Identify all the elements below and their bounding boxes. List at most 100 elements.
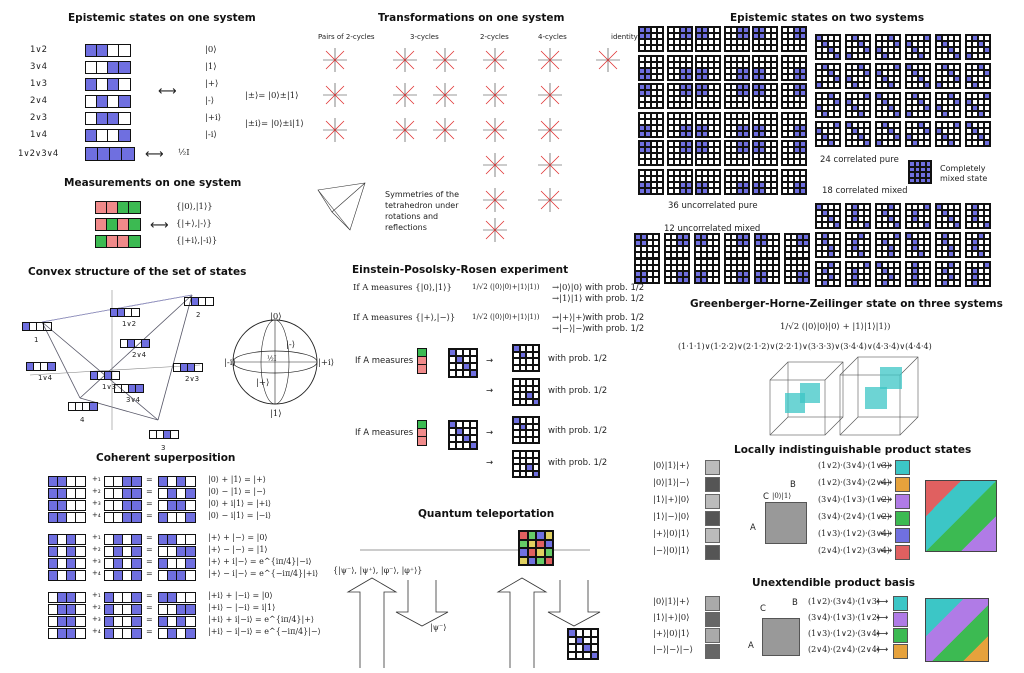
upb-arrow: ⟷ <box>876 597 889 607</box>
coherent-equals: = <box>146 603 153 612</box>
uncorrelated-pure-state <box>752 111 778 138</box>
correlated-pure-state <box>965 34 991 60</box>
convex-vertex-label: 2∨3 <box>185 375 200 383</box>
correlated-pure-state <box>965 63 991 89</box>
locally-grey-cube <box>705 545 720 560</box>
teleport-diagram <box>346 549 601 668</box>
coherent-op: +₂ <box>92 487 101 495</box>
correlated-pure-state <box>815 63 841 89</box>
correlated-pure-state <box>875 63 901 89</box>
correlated-mixed-state <box>815 261 841 287</box>
ghz-cube-left <box>787 361 844 418</box>
tetrahedron <box>317 182 366 231</box>
locally-color-cube <box>895 528 910 543</box>
convex-state-box <box>173 363 203 372</box>
convex-vertex-label: 3 <box>161 444 166 452</box>
cube-axis-c: C <box>763 492 769 502</box>
transformation-glyph-arrow <box>540 155 560 175</box>
uncorrelated-pure-state <box>695 140 721 166</box>
correlated-mixed-state <box>845 232 871 258</box>
coherent-result-box <box>158 546 196 557</box>
transformation-glyph-arrow <box>485 50 505 70</box>
coherent-op: +₃ <box>92 557 101 565</box>
epr-condition: If A measures {|+⟩,|−⟩} <box>353 313 456 323</box>
uncorrelated-mixed-state <box>634 258 660 284</box>
locally-grey-big-cube <box>765 502 807 544</box>
ghz-title: Greenberger-Horne-Zeilinger state on thr… <box>690 298 1003 310</box>
correlated-pure-state <box>815 34 841 60</box>
uncorrelated-pure-state <box>638 54 664 81</box>
coherent-equation: |+⟩ + |−⟩ = |0⟩ <box>208 533 268 542</box>
equivalence-arrow: ⟷ <box>150 218 169 233</box>
convex-vertex-label: 1 <box>34 336 39 344</box>
coherent-left-box <box>48 616 86 627</box>
coherent-equation: |+⟩ + i|−⟩ = e^{iπ/4}|−i⟩ <box>208 557 312 566</box>
upb-arrow: ⟷ <box>876 629 889 639</box>
cube-axis-b: B <box>790 480 796 490</box>
uncorrelated-pure-state <box>666 83 693 109</box>
coherent-right-box <box>104 500 142 511</box>
coherent-op: +₄ <box>92 569 101 577</box>
correlated-mixed-state <box>875 261 901 287</box>
teleport-bell-basis: {|ψ⁻⟩, |ψ⁺⟩, |φ⁻⟩, |φ⁺⟩} <box>333 566 423 575</box>
uncorrelated-pure-state <box>752 83 778 109</box>
convex-state-box <box>110 308 140 317</box>
transformation-column-header: Pairs of 2-cycles <box>318 33 375 41</box>
coherent-equals: = <box>146 475 153 484</box>
convex-vertex-label: 2∨4 <box>132 351 147 359</box>
upb-expr: (1∨3)·(1∨2)·(3∨4) <box>808 629 880 638</box>
ghz-block <box>865 387 887 409</box>
coherent-op: +₃ <box>92 615 101 623</box>
transformation-glyph-arrow <box>395 50 415 70</box>
ghz-cube-right-edge <box>899 356 919 376</box>
coherent-equation: |0⟩ − i|1⟩ = |−i⟩ <box>208 511 272 520</box>
correlated-mixed-state <box>935 232 961 258</box>
locally-color-cube <box>895 494 910 509</box>
epr-state: 1/√2 (|0⟩|0⟩+|1⟩|1⟩) <box>472 313 540 321</box>
locally-arrow: ⟷ <box>880 495 893 505</box>
convex-structure-diagram <box>29 290 318 430</box>
locally-expr: (3∨4)·(1∨3)·(1∨2) <box>818 495 890 504</box>
convex-state-box <box>184 297 214 306</box>
epr-arrow: → <box>486 428 494 438</box>
coherent-op: +₁ <box>92 475 101 483</box>
coherent-right-box <box>104 476 142 487</box>
uncorrelated-pure-state <box>666 26 693 52</box>
coherent-result-box <box>158 558 196 569</box>
correlated-pure-state <box>905 121 931 147</box>
convex-state-box <box>26 362 56 371</box>
upb-big-cube <box>925 598 989 662</box>
correlated-mixed-state <box>815 232 841 258</box>
upb-arrow: ⟷ <box>876 613 889 623</box>
transformation-glyph-arrow <box>325 50 345 70</box>
coherent-left-box <box>48 534 86 545</box>
ghz-cube-left-edge <box>824 361 844 381</box>
epr-prob: with prob. 1/2 <box>585 313 645 323</box>
transformation-glyph-arrow <box>325 85 345 105</box>
coherent-equation: |+i⟩ + i|−i⟩ = e^{iπ/4}|+⟩ <box>208 615 315 624</box>
transformation-glyph-arrow <box>485 220 505 240</box>
measurement-basis: {|+⟩,|-⟩} <box>176 219 212 229</box>
coherent-equation: |0⟩ + |1⟩ = |+⟩ <box>208 475 266 484</box>
uncorrelated-pure-state <box>695 26 721 52</box>
coherent-left-box <box>48 488 86 499</box>
coherent-equals: = <box>146 627 153 636</box>
correlated-mixed-state <box>905 203 931 229</box>
correlated-mixed-state <box>935 203 961 229</box>
locally-color-cube <box>895 511 910 526</box>
correlated-mixed-label: 18 correlated mixed <box>822 186 908 196</box>
ghz-cube-right <box>857 356 919 418</box>
ghz-cube-left <box>769 379 826 436</box>
locally-color-cube <box>895 545 910 560</box>
uncorrelated-pure-state <box>638 111 664 138</box>
correlated-pure-state <box>845 63 871 89</box>
uncorrelated-pure-state <box>695 168 721 195</box>
tetrahedron-caption-line: reflections <box>385 223 427 232</box>
convex-state-box <box>90 371 120 380</box>
coherent-equals: = <box>146 591 153 600</box>
coherent-left-box <box>48 500 86 511</box>
state-label: 3∨4 <box>30 62 48 72</box>
epistemic-state-row <box>85 112 131 125</box>
epistemic-one-title: Epistemic states on one system <box>68 12 256 24</box>
uncorrelated-pure-state <box>780 168 807 195</box>
